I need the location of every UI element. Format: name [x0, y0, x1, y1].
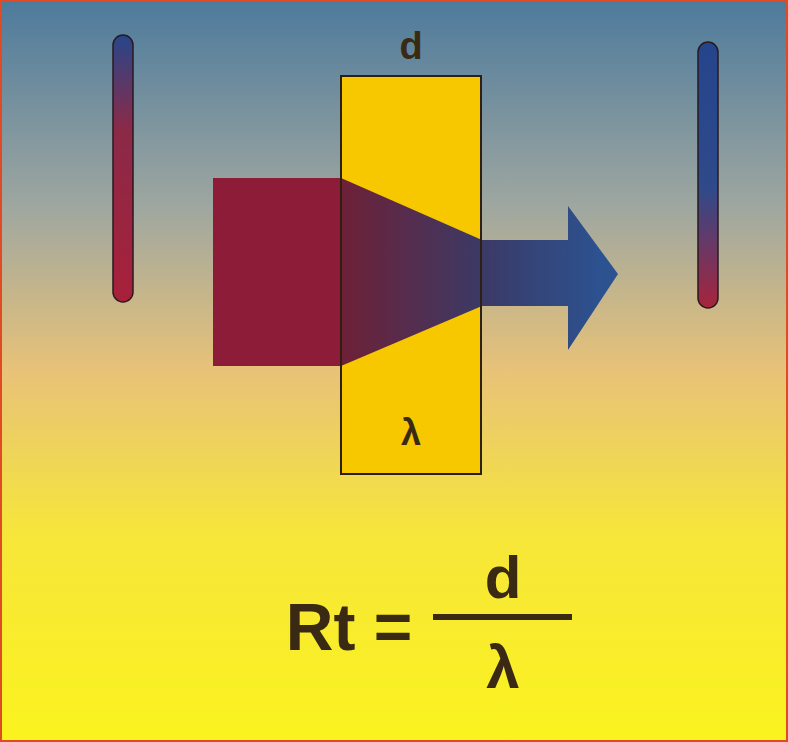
formula-numerator: d: [485, 548, 522, 608]
material-fill: [341, 76, 481, 474]
fraction-bar: [433, 614, 572, 620]
formula-denominator: λ: [486, 638, 519, 698]
heat-input: [213, 178, 341, 366]
heat-taper: [341, 178, 482, 366]
formula-lhs: Rt =: [286, 594, 413, 660]
thermometer-right: [698, 42, 718, 308]
conductivity-label: λ: [342, 412, 480, 454]
material-layer: dλ: [340, 75, 482, 475]
heat-arrow: [482, 206, 618, 350]
thermometer-left: [113, 35, 133, 302]
thickness-label: d: [342, 25, 480, 68]
